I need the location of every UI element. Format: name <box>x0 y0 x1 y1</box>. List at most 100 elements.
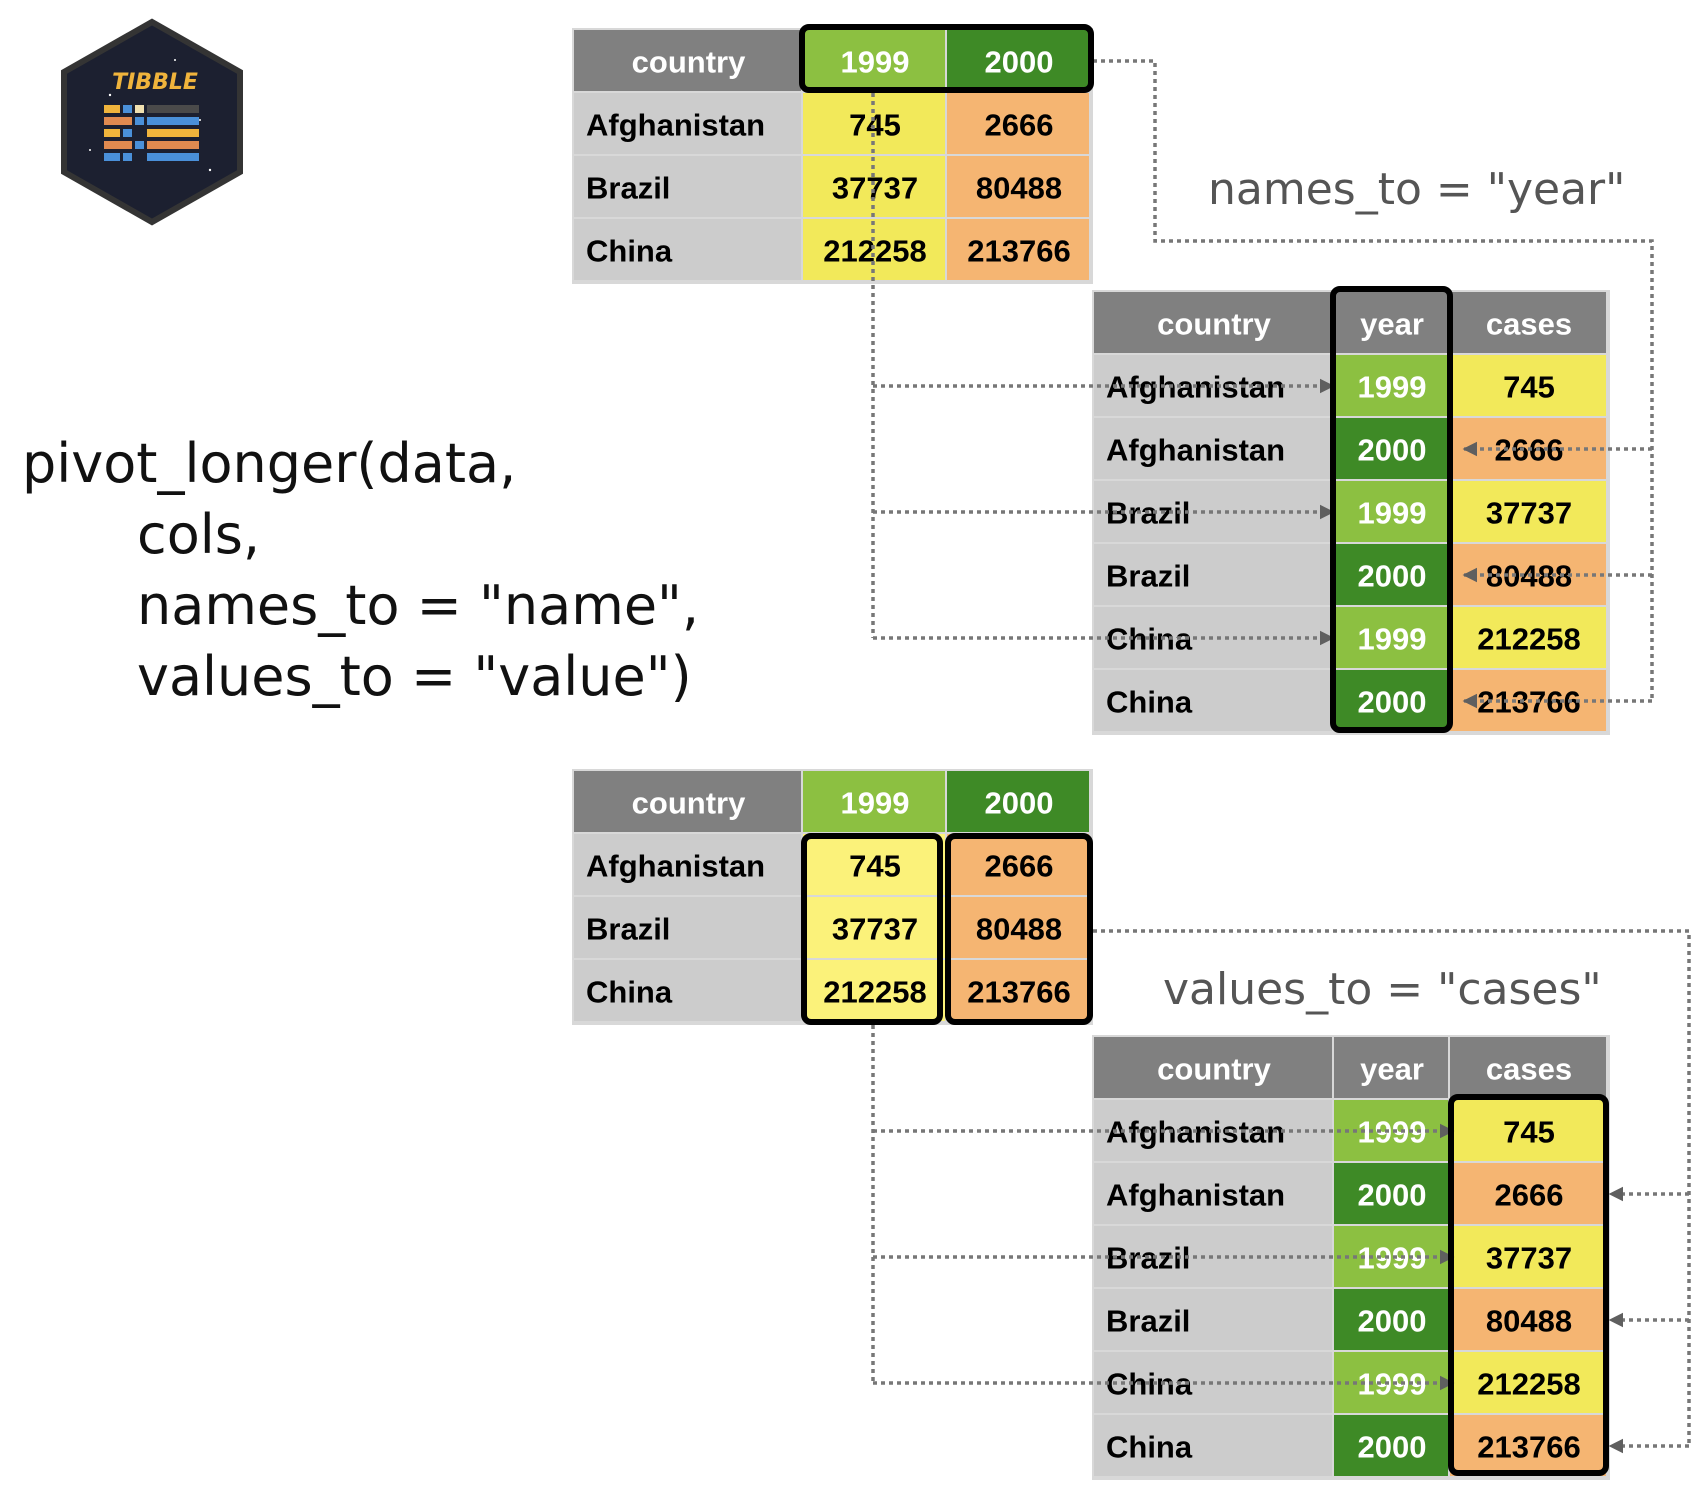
header-cell <box>947 30 1089 91</box>
header-label: cases <box>1486 307 1572 342</box>
connector-trunk-2000 <box>1093 59 1654 701</box>
cell-value: 1999 <box>1358 1241 1427 1276</box>
table-cell <box>1094 1163 1332 1224</box>
header-cell <box>1334 1037 1448 1098</box>
header-label: year <box>1360 1052 1424 1087</box>
table-cell <box>1094 1289 1332 1350</box>
header-cell <box>947 771 1089 832</box>
names-to-label: names_to = "year" <box>1208 164 1625 215</box>
table-cell <box>1094 1415 1332 1476</box>
code-line-1: pivot_longer(data, <box>22 432 516 495</box>
header-label: 1999 <box>841 45 910 80</box>
header-cell <box>803 30 945 91</box>
connector-layer <box>871 59 1691 1454</box>
table-cell <box>1450 481 1606 542</box>
header-label: country <box>632 45 746 80</box>
cell-value: China <box>1106 685 1193 720</box>
cell-value: 80488 <box>1486 1304 1572 1339</box>
cell-value: 37737 <box>832 912 918 947</box>
tibble-logo: TIBBLE <box>61 18 243 226</box>
header-cell <box>1450 1037 1606 1098</box>
logo-grid-icon <box>104 105 199 161</box>
cell-value: 37737 <box>1486 496 1572 531</box>
cell-value: 1999 <box>1358 370 1427 405</box>
table-cell <box>574 219 801 280</box>
cell-value: 212258 <box>1477 1367 1580 1402</box>
table-cell <box>947 156 1089 217</box>
cell-value: 1999 <box>1358 496 1427 531</box>
table-cell <box>947 834 1089 895</box>
table-row: Afghanistan 745 2666 <box>574 93 1089 154</box>
table-cell <box>947 93 1089 154</box>
cell-value: 2666 <box>985 108 1054 143</box>
cell-value: 745 <box>1503 1115 1555 1150</box>
table-cell <box>1334 544 1448 605</box>
table-cell <box>803 960 945 1021</box>
highlight-year-column <box>1330 286 1453 733</box>
highlight-layer <box>799 24 1609 1476</box>
header-cell <box>1450 292 1606 353</box>
cell-value: China <box>586 975 673 1010</box>
cell-value: 212258 <box>823 975 926 1010</box>
cell-value: 2666 <box>985 849 1054 884</box>
table-cell <box>1094 544 1332 605</box>
code-line-4: values_to = "value") <box>137 645 692 708</box>
cell-value: 213766 <box>967 975 1070 1010</box>
cell-value: 212258 <box>1477 622 1580 657</box>
table-cell <box>1450 1415 1606 1476</box>
cell-value: 1999 <box>1358 622 1427 657</box>
table-cell <box>574 960 801 1021</box>
cell-value: 2000 <box>1358 1178 1427 1213</box>
header-cell <box>574 771 801 832</box>
table-cell <box>1334 418 1448 479</box>
values-to-label: values_to = "cases" <box>1163 964 1602 1015</box>
code-block: pivot_longer(data, cols, names_to = "nam… <box>22 432 699 708</box>
cell-value: 745 <box>849 108 901 143</box>
header-label: country <box>1157 307 1271 342</box>
table-cell <box>1450 355 1606 416</box>
code-line-3: names_to = "name", <box>137 574 699 637</box>
table-cell <box>1450 1226 1606 1287</box>
header-cell <box>1094 292 1332 353</box>
table-cell <box>1094 418 1332 479</box>
connector-trunk-values-2000 <box>1093 929 1691 1446</box>
cell-value: Brazil <box>1106 1304 1190 1339</box>
table-cell <box>803 897 945 958</box>
cell-value: Afghanistan <box>586 108 765 143</box>
table-row: China 212258 213766 <box>574 960 1089 1021</box>
cell-value: 2000 <box>1358 1430 1427 1465</box>
table-cell <box>574 897 801 958</box>
table-cell <box>1334 481 1448 542</box>
header-label: country <box>632 786 746 821</box>
table-cell <box>1334 1289 1448 1350</box>
table-cell <box>574 156 801 217</box>
highlight-1999-values <box>801 833 943 1025</box>
code-line-2: cols, <box>137 503 260 566</box>
cell-value: 80488 <box>976 171 1062 206</box>
table-cell <box>1450 1163 1606 1224</box>
table-cell <box>947 960 1089 1021</box>
cell-value: Brazil <box>1106 559 1190 594</box>
table-cell <box>1334 607 1448 668</box>
table-cell <box>574 93 801 154</box>
cell-value: 2000 <box>1358 1304 1427 1339</box>
table-cell <box>1334 1415 1448 1476</box>
cell-value: Afghanistan <box>1106 433 1285 468</box>
cell-value: 1999 <box>1358 1115 1427 1150</box>
cell-value: Brazil <box>586 912 670 947</box>
cell-value: China <box>1106 1430 1193 1465</box>
table-cell <box>1450 1100 1606 1161</box>
cell-value: 2000 <box>1358 685 1427 720</box>
highlight-cases-column <box>1448 1094 1609 1476</box>
cell-value: China <box>586 234 673 269</box>
cell-value: Brazil <box>586 171 670 206</box>
cell-value: 213766 <box>967 234 1070 269</box>
header-label: country <box>1157 1052 1271 1087</box>
cell-value: 2666 <box>1495 1178 1564 1213</box>
